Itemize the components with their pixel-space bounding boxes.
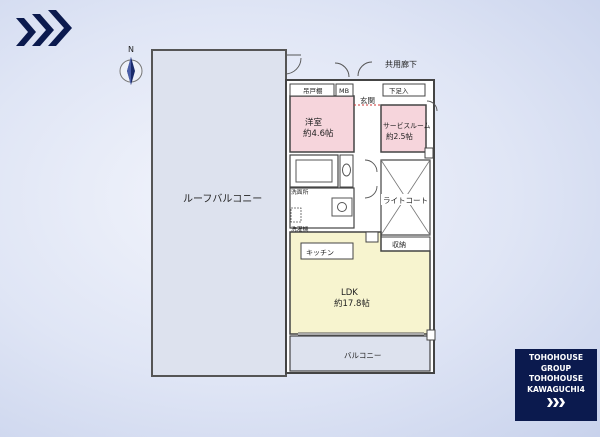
brand-line-1: TOHOHOUSE xyxy=(528,353,584,362)
compass-icon: N xyxy=(119,45,143,85)
hanging-closet-label: 吊戸棚 xyxy=(303,86,323,95)
mb-label: MB xyxy=(339,87,349,95)
balcony xyxy=(289,335,431,372)
ldk-name: LDK xyxy=(341,288,358,298)
storage-label: 収納 xyxy=(392,240,406,249)
light-court-label: ライトコート xyxy=(383,196,428,205)
common-corridor-label: 共用廊下 xyxy=(385,59,417,69)
brand-line-4: KAWAGUCHI4 xyxy=(527,384,585,394)
brand-logo-icon xyxy=(16,10,72,46)
washroom-label: 洗面所 xyxy=(291,188,309,196)
brand-chevron-icon xyxy=(517,398,595,411)
service-room-size: 約2.5帖 xyxy=(386,131,413,141)
kitchen-counter xyxy=(300,242,354,260)
toilet xyxy=(339,154,354,188)
shoe-box-label: 下足入 xyxy=(389,87,409,95)
western-room xyxy=(289,95,355,153)
brand-panel: TOHOHOUSE GROUP TOHOHOUSE KAWAGUCHI4 xyxy=(515,349,597,421)
western-room-name: 洋室 xyxy=(305,117,323,128)
balcony-label: バルコニー xyxy=(344,351,381,360)
washer-label: 洗濯機 xyxy=(291,225,309,233)
ldk-size: 約17.8帖 xyxy=(334,298,370,309)
north-label: N xyxy=(128,45,134,54)
hanging-closet xyxy=(289,83,335,97)
entrance-label: 玄関 xyxy=(360,95,375,105)
shoe-box xyxy=(382,83,426,97)
brand-line-3: TOHOHOUSE xyxy=(528,374,584,383)
brand-line-2: GROUP xyxy=(540,363,572,373)
roof-balcony-label: ルーフバルコニー xyxy=(183,193,262,205)
kitchen-label: キッチン xyxy=(306,249,334,257)
service-room-name: サービスルーム xyxy=(383,121,431,130)
roof-balcony-area xyxy=(151,49,287,377)
mb-box xyxy=(335,83,354,97)
western-room-size: 約4.6帖 xyxy=(303,128,334,139)
service-room xyxy=(380,104,427,153)
